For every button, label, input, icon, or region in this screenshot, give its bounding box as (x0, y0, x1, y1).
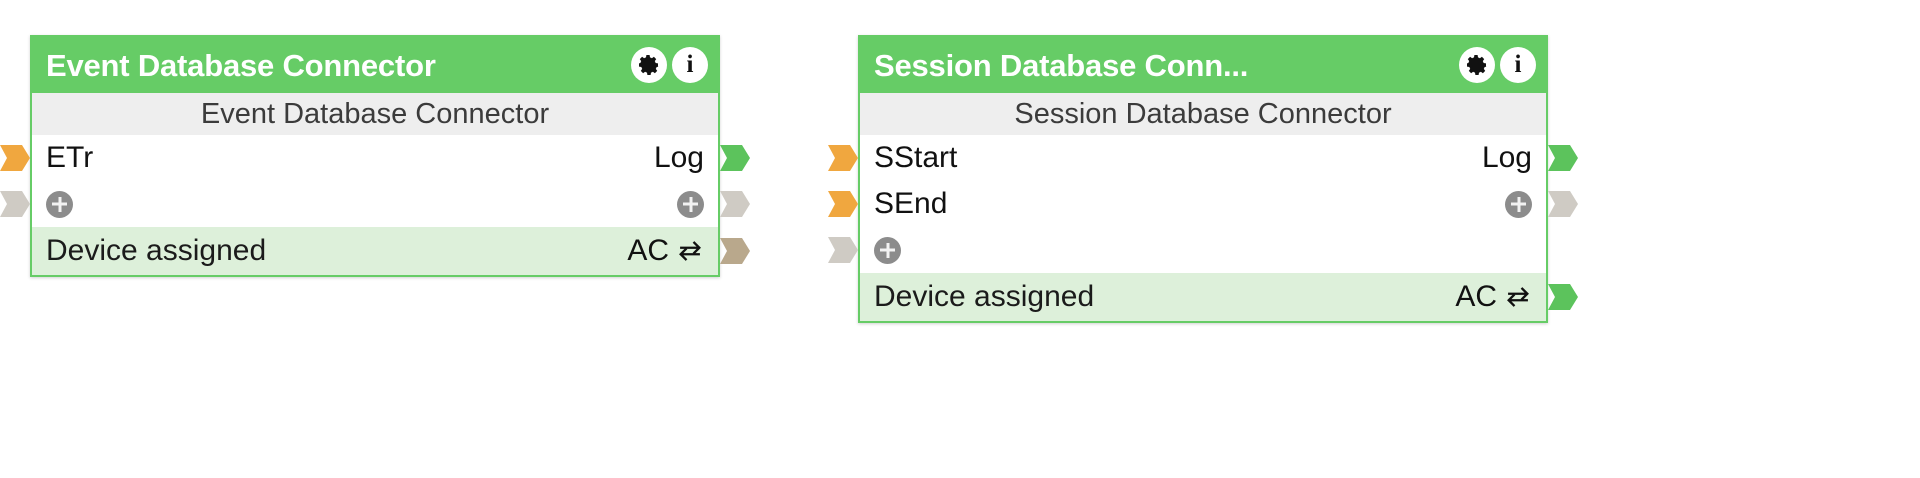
device-assigned-value-group[interactable]: AC (627, 236, 704, 266)
device-assigned-label: Device assigned (46, 234, 267, 267)
input-port-label: ETr (46, 141, 94, 174)
add-output-port-button[interactable] (677, 190, 704, 218)
node-header[interactable]: Event Database Connector i (32, 37, 718, 93)
info-icon[interactable]: i (1500, 47, 1536, 83)
node-session-database-connector[interactable]: Session Database Conn... i Session Datab… (828, 35, 1578, 323)
output-port-flag-inactive[interactable] (720, 189, 750, 219)
output-port-flag[interactable] (1548, 143, 1578, 173)
device-assigned-value: AC (1455, 280, 1497, 313)
output-port-flag[interactable] (720, 143, 750, 173)
info-glyph: i (686, 51, 694, 78)
info-glyph: i (1514, 51, 1522, 78)
port-list: ETr Log (0, 135, 750, 227)
gear-icon[interactable] (1459, 47, 1495, 83)
device-assigned-value: AC (627, 234, 669, 267)
port-list: SStart Log SEnd (828, 135, 1578, 273)
device-output-port-flag[interactable] (720, 236, 750, 266)
device-assigned-value-group[interactable]: AC (1455, 282, 1532, 312)
add-input-port-button[interactable] (46, 190, 73, 218)
input-port-label: SStart (874, 141, 958, 174)
header-icon-group: i (1459, 47, 1536, 83)
node-header[interactable]: Session Database Conn... i (860, 37, 1546, 93)
input-port-flag[interactable] (828, 189, 858, 219)
port-row[interactable]: SEnd (828, 181, 1578, 227)
add-input-port-button[interactable] (874, 236, 901, 264)
port-row[interactable]: ETr Log (0, 135, 750, 181)
node-event-database-connector[interactable]: Event Database Connector i Event Databas… (0, 35, 750, 277)
node-title: Event Database Connector (46, 49, 436, 81)
output-port-label: Log (1481, 141, 1532, 174)
port-add-row[interactable] (0, 181, 750, 227)
input-port-flag[interactable] (828, 143, 858, 173)
node-subtitle: Session Database Connector (860, 93, 1546, 135)
output-port-flag-inactive[interactable] (1548, 189, 1578, 219)
input-port-flag-inactive[interactable] (828, 235, 858, 265)
port-add-row[interactable] (828, 227, 1546, 273)
port-row[interactable]: SStart Log (828, 135, 1578, 181)
node-subtitle: Event Database Connector (32, 93, 718, 135)
node-title: Session Database Conn... (874, 49, 1249, 81)
header-icon-group: i (631, 47, 708, 83)
input-port-flag[interactable] (0, 143, 30, 173)
output-port-label: Log (653, 141, 704, 174)
add-output-port-button[interactable] (1505, 190, 1532, 218)
input-port-flag-inactive[interactable] (0, 189, 30, 219)
node-footer-device-assigned[interactable]: Device assigned AC (860, 273, 1578, 321)
gear-icon[interactable] (631, 47, 667, 83)
device-output-port-flag[interactable] (1548, 282, 1578, 312)
input-port-label: SEnd (874, 187, 948, 220)
swap-icon[interactable] (676, 237, 704, 265)
device-assigned-label: Device assigned (874, 280, 1095, 313)
swap-icon[interactable] (1504, 283, 1532, 311)
node-footer-device-assigned[interactable]: Device assigned AC (32, 227, 750, 275)
info-icon[interactable]: i (672, 47, 708, 83)
